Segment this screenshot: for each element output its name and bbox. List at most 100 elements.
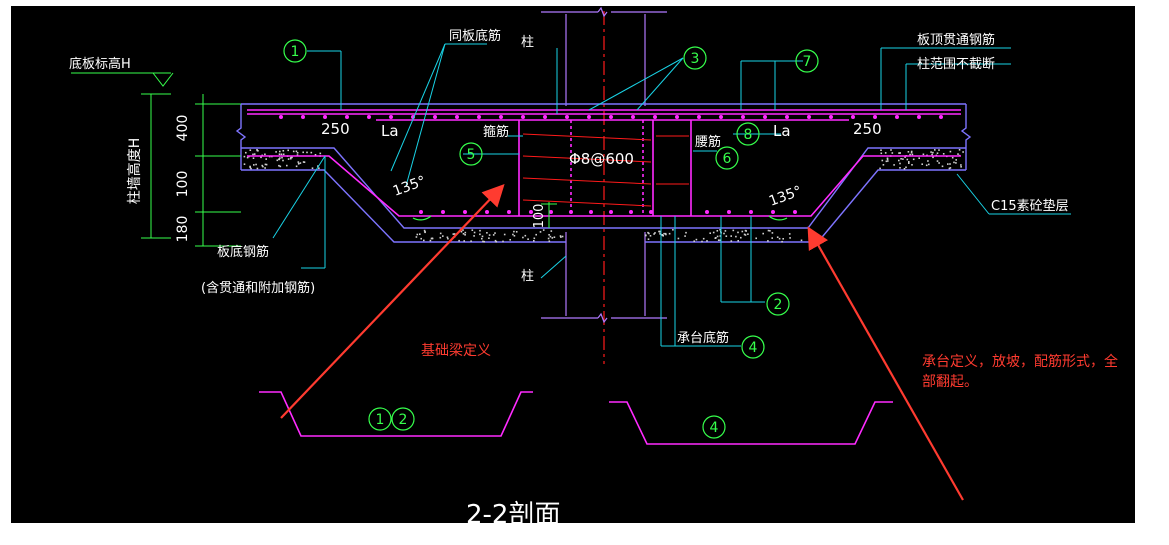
hatch-speck: [962, 151, 964, 153]
hatch-speck: [934, 149, 936, 151]
hatch-speck: [942, 153, 945, 155]
hatch-speck: [279, 165, 282, 168]
hatch-speck: [278, 153, 281, 155]
hatch-speck: [463, 240, 465, 242]
hatch-speck: [909, 153, 911, 156]
hatch-speck: [789, 237, 791, 239]
hatch-speck: [930, 151, 932, 153]
hatch-speck: [473, 231, 476, 234]
rebar-dot: [507, 210, 511, 214]
rebar-dot: [433, 115, 437, 119]
legend-num-4: 4: [710, 420, 719, 436]
hatch-speck: [910, 151, 913, 154]
hatch-speck: [533, 240, 535, 242]
hatch-speck: [905, 166, 907, 169]
hatch-speck: [725, 235, 728, 237]
rebar-dot: [543, 115, 547, 119]
hatch-speck: [303, 161, 306, 163]
hatch-speck: [252, 157, 255, 159]
rebar-dot: [485, 210, 489, 214]
hatch-speck: [494, 232, 496, 234]
hatch-speck: [279, 150, 281, 153]
hatch-speck: [706, 240, 708, 242]
label-slab-bottom-elev: 底板标高H: [69, 56, 131, 72]
hatch-speck: [481, 235, 484, 238]
rebar-dot: [895, 115, 899, 119]
hatch-speck: [295, 150, 298, 153]
note-cap-def-2: 部翻起。: [922, 374, 978, 390]
circle-4: [741, 335, 765, 359]
label-anchor-left: La: [381, 122, 399, 140]
rebar-dot: [569, 210, 573, 214]
label-dim-100-mid: 100: [532, 204, 547, 229]
hatch-speck: [932, 156, 934, 159]
hatch-speck: [533, 237, 536, 240]
hatch-speck: [647, 238, 650, 240]
hatch-speck: [280, 153, 283, 156]
rebar-dot: [419, 210, 423, 214]
hatch-speck: [744, 229, 747, 232]
hatch-speck: [879, 167, 881, 170]
hatch-speck: [724, 230, 727, 232]
section-title: 2-2剖面: [466, 500, 560, 523]
label-dim-180: 180: [175, 216, 191, 243]
foundation-outline: [235, 103, 972, 243]
hatch-speck: [535, 233, 537, 236]
hatch-speck: [735, 235, 737, 238]
hatch-speck: [719, 229, 721, 231]
hatch-speck: [547, 237, 550, 240]
rebar-dot: [749, 210, 753, 214]
hatch-speck: [245, 151, 247, 154]
hatch-speck: [880, 152, 883, 155]
arrow-cap: [807, 226, 964, 501]
hatch-speck: [684, 235, 686, 237]
hatch-speck: [250, 167, 252, 170]
hatch-speck: [249, 165, 251, 168]
hatch-speck: [306, 151, 308, 154]
hatch-speck: [442, 235, 444, 237]
rebar-dot: [521, 115, 525, 119]
legend-bars: [259, 391, 893, 445]
hatch-speck: [911, 164, 913, 166]
rebar-set: [247, 109, 961, 217]
rebar-dot: [719, 115, 723, 119]
hatch-speck: [904, 156, 906, 158]
hatch-speck: [716, 230, 719, 232]
rebar-dot: [807, 115, 811, 119]
hatch-speck: [891, 152, 894, 154]
hatch-speck: [255, 163, 257, 166]
rebar-dot: [455, 115, 459, 119]
rebar-dot: [793, 210, 797, 214]
hatch-speck: [458, 239, 460, 242]
label-slab-bottom-rebar: 板底钢筋: [217, 244, 269, 260]
hatch-speck: [439, 236, 442, 239]
hatch-speck: [649, 235, 652, 237]
rebar-dot: [851, 115, 855, 119]
hatch-speck: [898, 159, 900, 162]
hatch-speck: [481, 237, 483, 240]
hatch-speck: [886, 158, 889, 160]
hatch-speck: [302, 161, 305, 163]
rebar-dot: [727, 210, 731, 214]
rebar-dots: [279, 115, 943, 214]
hatch-speck: [658, 230, 660, 233]
hatch-speck: [714, 237, 717, 239]
hatch-speck: [311, 167, 314, 169]
dimension-lines: [71, 72, 788, 247]
rebar-dot: [675, 115, 679, 119]
note-cap-def-1: 承台定义，放坡，配筋形式，全: [922, 353, 1118, 370]
hatch-speck: [947, 163, 949, 165]
circle-8: [736, 122, 760, 146]
rebar-dot: [477, 115, 481, 119]
hatch-speck: [462, 229, 464, 231]
legend-circle-1: [368, 407, 392, 431]
circle-2: [766, 292, 790, 316]
hatch-speck: [278, 158, 280, 160]
hatch-speck: [762, 232, 764, 235]
hatch-speck: [936, 160, 939, 162]
hatch-speck: [282, 150, 285, 152]
label-waist-bar: 腰筋: [695, 134, 721, 150]
hatch-speck: [737, 240, 739, 242]
hatch-speck: [880, 149, 882, 151]
hatch-speck: [648, 232, 650, 235]
